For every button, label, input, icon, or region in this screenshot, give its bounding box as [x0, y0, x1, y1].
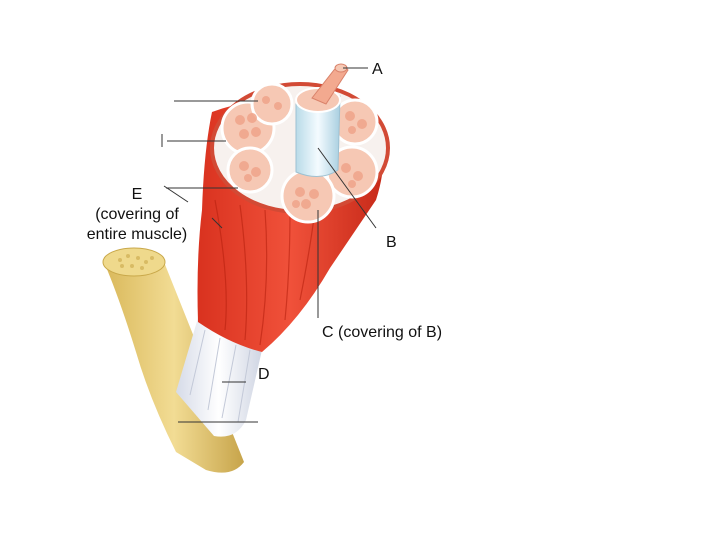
label-a: A [372, 61, 383, 78]
leader-line-e-3 [211, 217, 223, 229]
leader-line-b [317, 147, 377, 229]
fascicle-bundle-b [295, 87, 341, 177]
leader-lines [161, 67, 377, 423]
label-c: C (covering of B) [322, 324, 443, 341]
label-b: B [386, 234, 397, 251]
label-e-line-1: E [131, 186, 143, 203]
label-e-line-2: (covering of [95, 206, 179, 223]
label-d: D [258, 366, 270, 383]
label-e-line-3: entire muscle) [86, 226, 188, 243]
tendon [176, 318, 262, 437]
label-e: E (covering of entire muscle) [72, 185, 202, 245]
muscle-cross-section [210, 63, 390, 224]
muscle-fiber-a [311, 63, 349, 105]
fascicle [220, 82, 379, 224]
leader-line-e-2 [163, 185, 189, 203]
